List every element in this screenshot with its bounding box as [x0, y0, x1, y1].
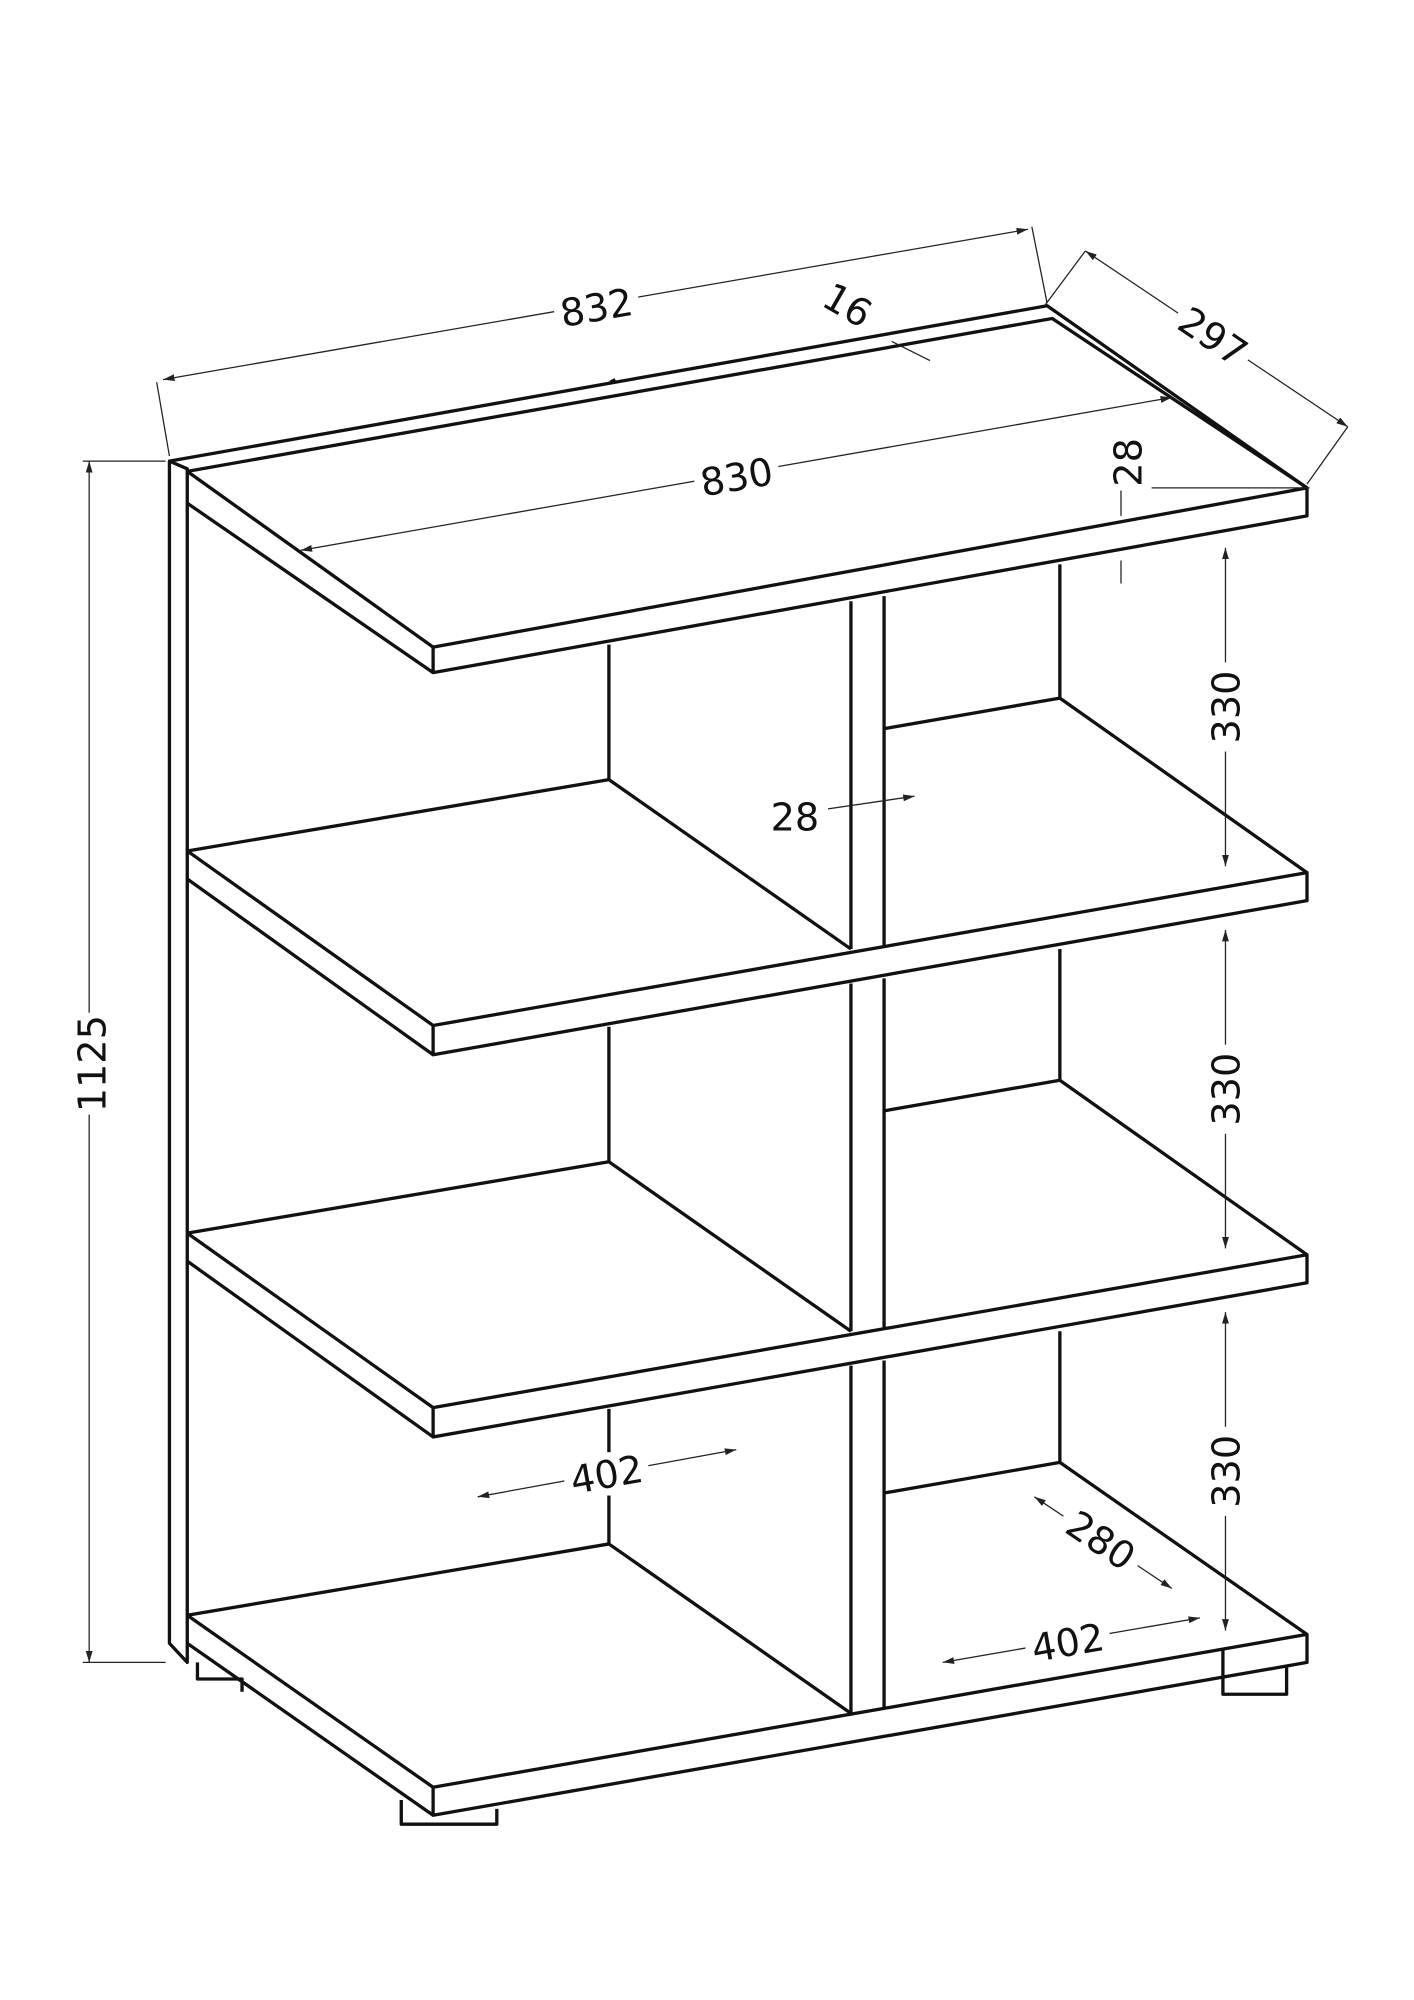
dimension-labels: 832 16 297 830 28 330 330 330 1125 28 28… — [70, 275, 1262, 1672]
label-top-thickness: 28 — [1107, 438, 1151, 487]
label-divider-thickness: 28 — [771, 797, 820, 841]
label-compartment-height-1: 330 — [1205, 671, 1249, 744]
label-compartment-height-3: 330 — [1205, 1435, 1249, 1508]
label-top-strip: 16 — [815, 275, 879, 337]
label-total-height: 1125 — [72, 1015, 116, 1112]
shelf-outline — [167, 304, 1309, 1826]
label-compartment-height-2: 330 — [1205, 1053, 1249, 1126]
